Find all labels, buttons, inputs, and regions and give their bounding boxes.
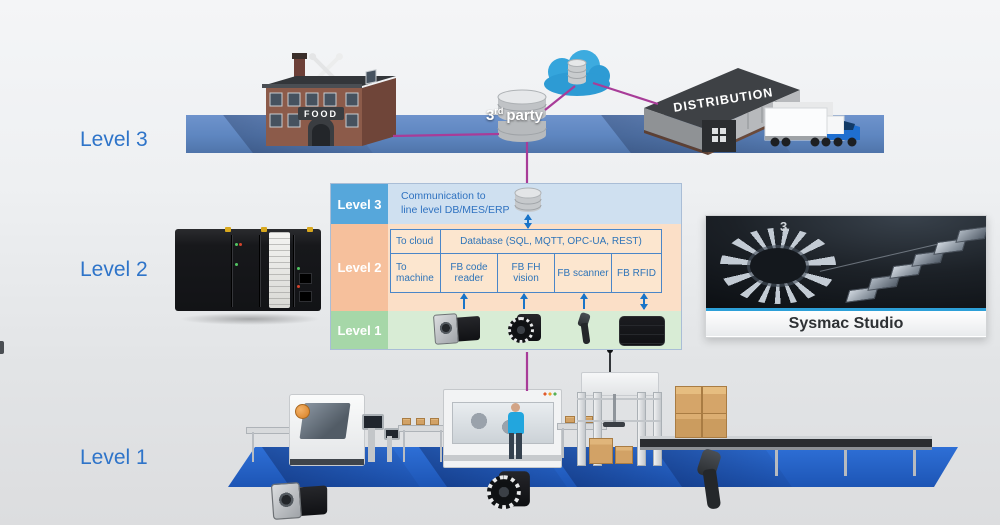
gripper xyxy=(603,394,625,427)
pallet-conveyor xyxy=(640,436,932,450)
sysmac-studio-screenshot: 3 xyxy=(706,216,986,308)
fb-fh-vision-cell: FB FH vision xyxy=(498,254,555,292)
cloud-database-icon xyxy=(544,50,610,96)
plc-rack xyxy=(175,227,321,311)
beacon-antenna xyxy=(607,347,613,372)
film-roll xyxy=(295,404,310,419)
plc-ethernet-port xyxy=(299,273,312,284)
truck-wheels xyxy=(770,137,857,147)
level3-description: Communication to line level DB/MES/ERP xyxy=(401,190,510,216)
fh-vision-camera-icon xyxy=(508,313,542,346)
plc-cpu-module xyxy=(269,232,290,308)
sysmac-studio-panel: 3 Sysmac Studio xyxy=(705,215,987,338)
flow-wrapper-machine xyxy=(289,394,365,466)
factory-windows xyxy=(269,69,377,128)
distribution-warehouse-illustration: DISTRIBUTION xyxy=(644,68,800,155)
table-level1-header: Level 1 xyxy=(331,311,388,349)
rfid-reader-icon xyxy=(619,316,665,346)
status-lights xyxy=(543,392,557,396)
to-cloud-cell: To cloud xyxy=(391,230,441,253)
factory-sign-text: FOOD xyxy=(304,109,338,119)
level3-side-label: Level 3 xyxy=(80,128,148,151)
floor-code-reader-icon xyxy=(272,483,327,520)
palletizer-machine xyxy=(573,347,667,468)
conveyor-legs xyxy=(640,450,932,476)
to-machine-cell: To machine xyxy=(391,254,441,292)
truck-illustration xyxy=(764,102,860,147)
warehouse-roof xyxy=(644,68,800,130)
food-factory-illustration: FOOD xyxy=(262,53,396,146)
factory-chimney xyxy=(294,56,305,86)
floor-fh-vision-camera-icon xyxy=(487,470,531,513)
transfer-conveyor xyxy=(398,418,448,462)
factory-side-wall xyxy=(362,78,396,146)
function-block-table: To cloud Database (SQL, MQTT, OPC-UA, RE… xyxy=(390,229,662,293)
plc-controller-illustration xyxy=(175,225,325,325)
handheld-scanner-icon xyxy=(574,313,596,346)
fb-scanner-cell: FB scanner xyxy=(555,254,612,292)
truck-windshield xyxy=(844,121,855,130)
communication-levels-table: Level 3 Level 2 Level 1 Communication to… xyxy=(330,183,682,350)
code-reader-icon xyxy=(434,314,480,345)
scanner-arrow xyxy=(580,293,588,309)
truck-trailer xyxy=(764,107,828,141)
database-cell: Database (SQL, MQTT, OPC-UA, REST) xyxy=(460,236,642,247)
factory-sign-board xyxy=(298,107,344,120)
floor-handheld-scanner-icon xyxy=(690,450,732,513)
fb-code-reader-cell: FB code reader xyxy=(441,254,498,292)
level2-side-label: Level 2 xyxy=(80,258,148,281)
box-stack xyxy=(675,386,727,438)
cartoner-machine xyxy=(443,389,562,468)
third-party-database-icon xyxy=(497,89,547,142)
sysmac-3d-ring xyxy=(720,228,836,304)
operator-figure xyxy=(508,403,524,459)
fb-rfid-cell: FB RFID xyxy=(617,267,656,279)
edge-artifact xyxy=(0,341,4,354)
plc-ethernet-port xyxy=(299,291,312,302)
level1-side-label: Level 1 xyxy=(80,446,148,469)
warehouse-left-wall xyxy=(644,108,708,152)
line-level-database-icon xyxy=(514,187,542,212)
table-level3-header: Level 3 xyxy=(331,184,388,224)
vision-arrow xyxy=(520,293,528,309)
sysmac-studio-caption: Sysmac Studio xyxy=(706,308,986,336)
db-to-table-arrow xyxy=(524,214,532,229)
cloud-db-cylinder xyxy=(567,59,587,85)
rfid-arrow xyxy=(640,293,648,310)
factory-roof xyxy=(262,76,396,86)
table-level2-header: Level 2 xyxy=(331,224,388,311)
code-reader-arrow xyxy=(460,293,468,309)
